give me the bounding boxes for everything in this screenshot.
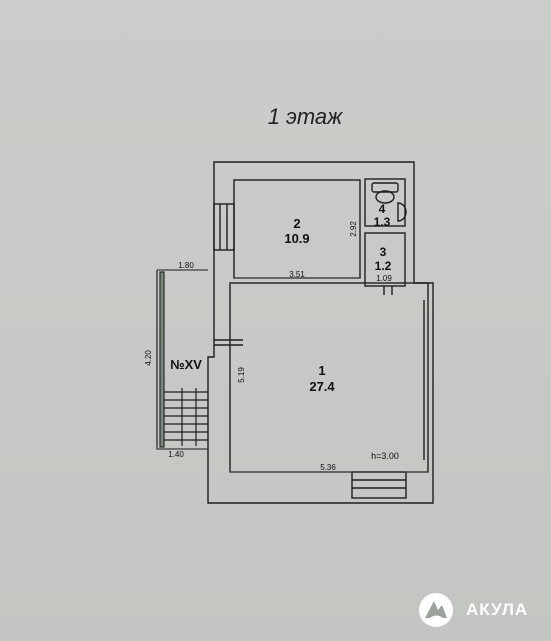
dim-stair-bottom: 1.40 — [168, 450, 184, 459]
dim-room1-height: 5.19 — [237, 367, 246, 383]
room-1-area: 27.4 — [309, 379, 335, 394]
room-3-area: 1.2 — [375, 259, 392, 273]
entrance-steps — [351, 471, 407, 499]
sink-icon — [397, 202, 407, 222]
room-4-number: 4 — [379, 202, 386, 216]
floor-title: 1 этаж — [267, 104, 343, 129]
dim-room2-width: 3.51 — [289, 270, 305, 279]
logo-text: АКУЛА — [466, 600, 529, 619]
room-3-outline — [364, 232, 406, 287]
shark-logo-icon — [419, 593, 453, 627]
dim-stair-top: 1.80 — [178, 261, 194, 270]
outer-wall — [207, 161, 434, 504]
toilet-icon — [371, 182, 399, 193]
ceiling-height: h=3.00 — [371, 451, 399, 461]
room-4-area: 1.3 — [374, 215, 391, 229]
room-1-number: 1 — [318, 363, 325, 378]
room-2-number: 2 — [293, 216, 300, 231]
dim-room3-width: 1.09 — [376, 274, 392, 283]
dim-room2-height: 2.92 — [349, 221, 358, 237]
logo: АКУЛА — [418, 588, 548, 632]
room-1-outline — [229, 282, 429, 473]
dim-room1-width: 5.36 — [320, 463, 336, 472]
room-4-outline — [364, 178, 406, 227]
room-2-area: 10.9 — [284, 231, 309, 246]
dim-stair-side: 4.20 — [144, 350, 153, 366]
room-3-number: 3 — [380, 245, 387, 259]
staircase-label: №XV — [170, 357, 202, 372]
window-left — [213, 203, 235, 251]
